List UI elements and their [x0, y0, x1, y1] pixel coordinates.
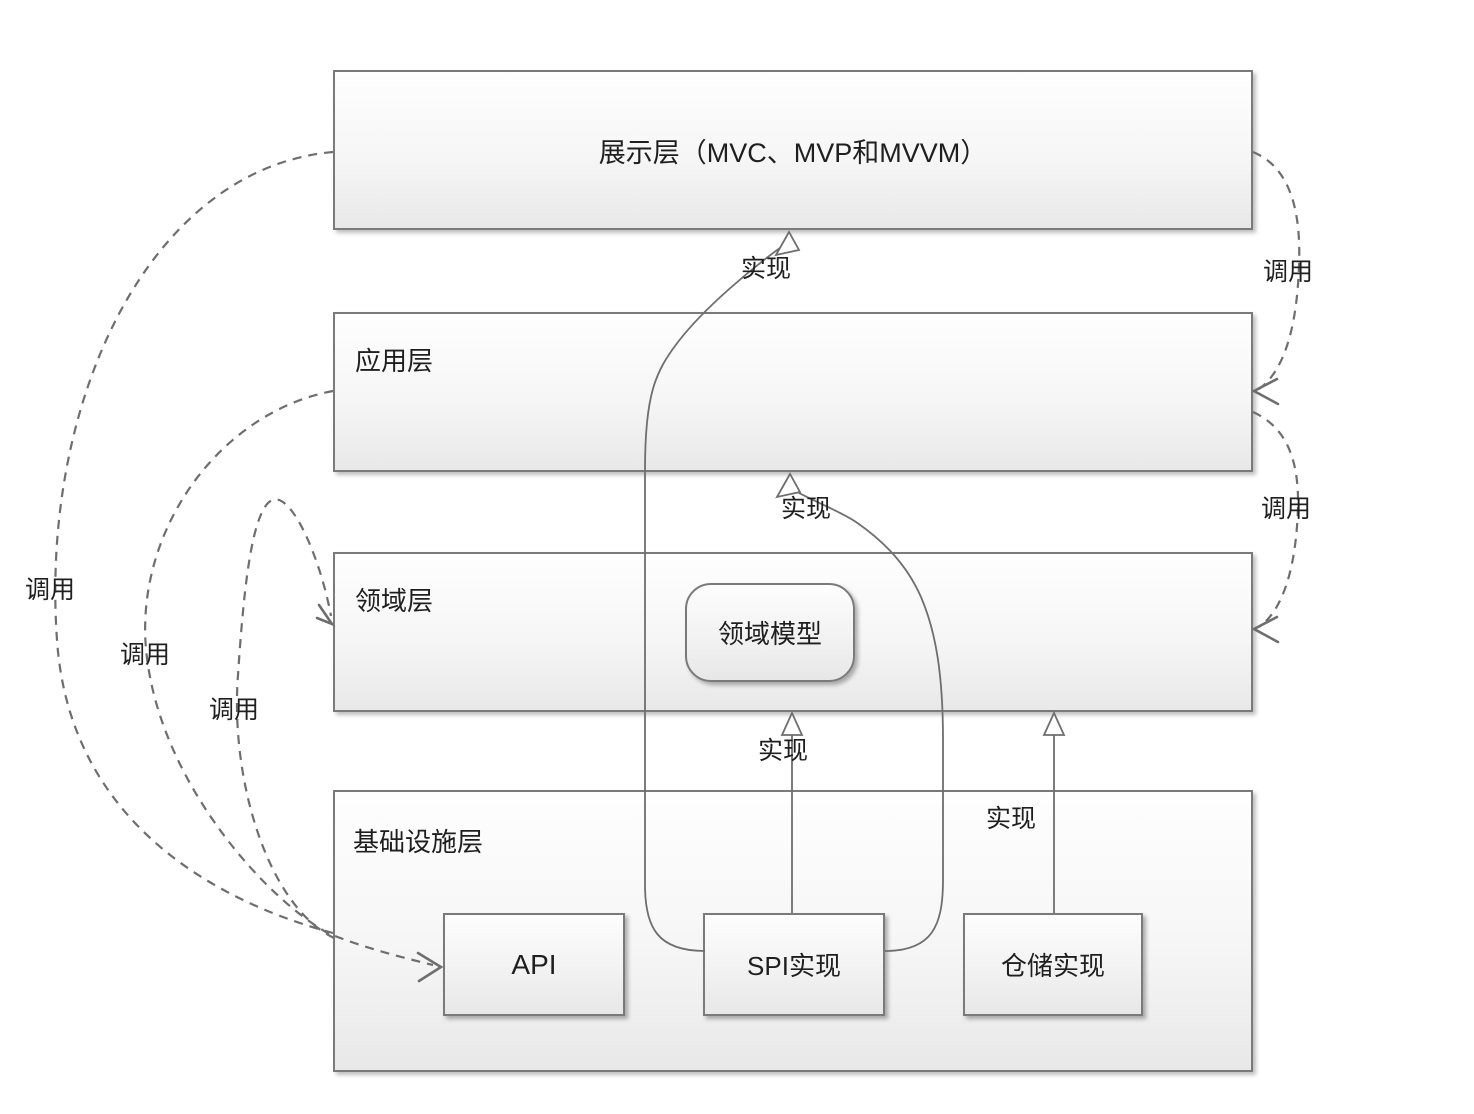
layer-application-label: 应用层: [355, 346, 434, 376]
edge-label-implement-presentation: 实现: [741, 255, 792, 283]
arrowhead-into-application: [1251, 377, 1280, 406]
node-spi-impl: SPI实现: [703, 913, 885, 1016]
edge-label-implement-domain-mid: 实现: [758, 737, 809, 765]
call-arrow-presentation-to-api: [54, 150, 334, 935]
triangle-into-domain-mid: [780, 710, 804, 736]
triangle-into-application: [775, 472, 802, 499]
layer-presentation: 展示层（MVC、MVP和MVVM）: [333, 70, 1253, 230]
triangle-into-presentation: [774, 230, 801, 257]
layer-application: [333, 312, 1253, 472]
node-api-label: API: [511, 948, 557, 980]
edge-label-call-right-top: 调用: [1263, 258, 1314, 286]
layer-infrastructure-label: 基础设施层: [353, 827, 484, 857]
node-repo-impl: 仓储实现: [963, 913, 1143, 1016]
node-spi-impl-label: SPI实现: [747, 951, 841, 981]
layer-domain-label: 领域层: [355, 586, 434, 616]
node-repo-impl-label: 仓储实现: [1000, 951, 1105, 981]
edge-label-implement-application: 实现: [781, 495, 832, 523]
edge-label-implement-domain-right: 实现: [986, 805, 1037, 833]
call-arrow-application-to-api: [144, 389, 334, 937]
arrowhead-into-domain-left: [315, 603, 336, 627]
node-api: API: [443, 913, 625, 1016]
arrowhead-into-domain-right: [1251, 615, 1280, 644]
edge-label-call-left-2: 调用: [120, 641, 171, 669]
edge-label-call-right-bottom: 调用: [1261, 495, 1312, 523]
node-domain-model-label: 领域模型: [717, 619, 822, 649]
layer-presentation-label: 展示层（MVC、MVP和MVVM）: [598, 137, 988, 168]
edge-label-call-left-1: 调用: [25, 576, 76, 604]
triangle-into-domain-right: [1042, 710, 1066, 736]
edge-label-call-left-3: 调用: [209, 696, 260, 724]
node-domain-model: 领域模型: [685, 583, 855, 682]
